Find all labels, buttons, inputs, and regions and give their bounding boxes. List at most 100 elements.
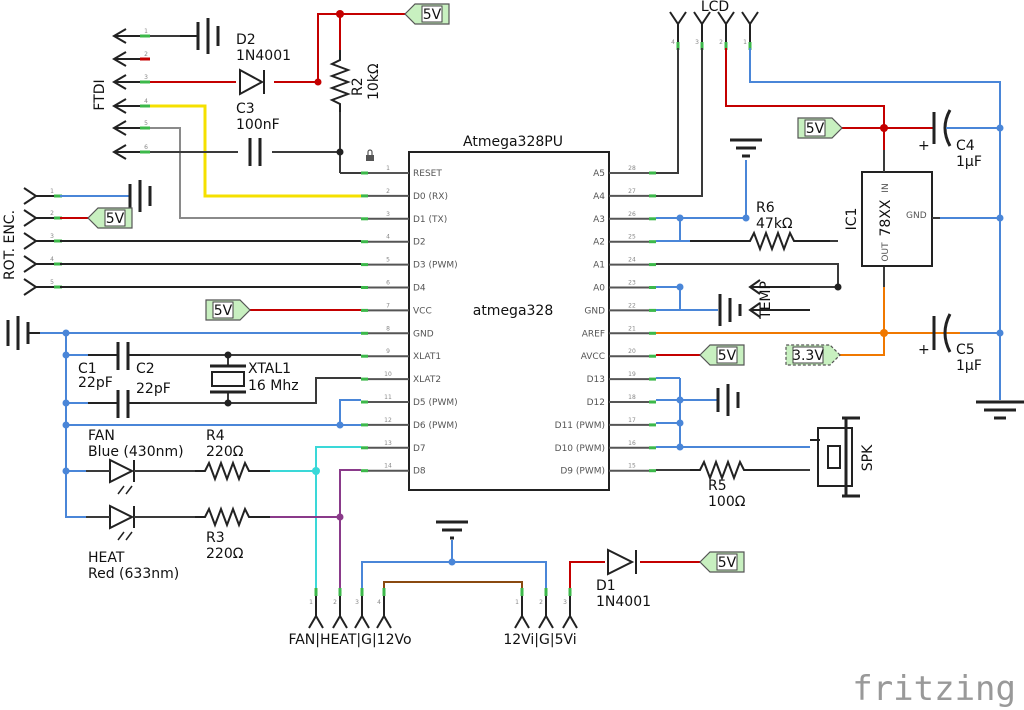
temp-sensor: TEMP (748, 279, 810, 320)
capacitor-c1: C1 22pF (78, 342, 150, 391)
ground-icon (180, 18, 220, 54)
r2-ref: R2 (350, 77, 366, 96)
d2-ref: D2 (236, 32, 256, 48)
chevron-right-icon (23, 187, 38, 205)
c5-plus: + (918, 342, 930, 358)
chevron-up-icon (332, 614, 348, 629)
chevron-up-icon (514, 614, 530, 629)
rot-pin-number: 5 (50, 279, 54, 286)
mcu-pin-number: 7 (386, 302, 390, 309)
mcu-pin-number: 3 (386, 211, 390, 218)
mcu-pin-number: 12 (384, 417, 392, 424)
connector-pin-number: 2 (539, 599, 543, 606)
mcu-pin-name: D3 (PWM) (413, 261, 458, 271)
mcu-pin-name: D7 (413, 444, 426, 454)
mcu-pin-name: D10 (PWM) (555, 444, 605, 454)
ground-icon (976, 400, 1024, 420)
lcd-pin-number: 1 (743, 39, 747, 46)
arrow-left-icon (112, 98, 127, 114)
mcu-pin-name: D9 (PWM) (560, 467, 605, 477)
led-fan-name: FAN (88, 428, 115, 444)
r3-value: 220Ω (206, 546, 244, 562)
diode-d1: D1 1N4001 (596, 548, 651, 610)
mcu-pin-name: VCC (413, 306, 432, 316)
mcu-pin-number: 23 (628, 280, 636, 287)
ftdi-pin-number: 3 (144, 74, 148, 81)
mcu-pin-name: A0 (593, 284, 605, 294)
xtal1-ref: XTAL1 (248, 361, 291, 377)
rot-pin-number: 2 (50, 210, 54, 217)
r5-value: 100Ω (708, 494, 746, 510)
mcu-pin-number: 19 (628, 371, 636, 378)
net-flag-label: 3.3V (792, 348, 824, 364)
ground-icon (730, 138, 762, 158)
mcu-pin-number: 16 (628, 440, 636, 447)
net-flag-label-box (716, 553, 738, 571)
chevron-right-icon (23, 232, 38, 250)
c1-value: 22pF (78, 375, 113, 391)
mcu-pin-number: 8 (386, 325, 390, 332)
ftdi-pin-number: 1 (144, 28, 148, 35)
r6-ref: R6 (756, 200, 775, 216)
c3-value: 100nF (236, 117, 280, 133)
mcu-pin-name: AVCC (581, 352, 605, 362)
net-flag-label-box (104, 209, 126, 227)
chevron-up-icon (562, 614, 578, 629)
r3-ref: R3 (206, 530, 225, 546)
net-flag-label-box (421, 5, 443, 23)
arrow-left-icon (112, 120, 127, 136)
r4-ref: R4 (206, 428, 225, 444)
resistor-r4: R4 220Ω (195, 428, 270, 482)
ftdi-pin-number: 5 (144, 120, 148, 127)
net-flag-label-box (716, 346, 738, 364)
net-flag-label-box (212, 301, 234, 319)
mcu-pin-name: A1 (593, 261, 605, 271)
ftdi-pin-number: 4 (144, 98, 148, 105)
d1-ref: D1 (596, 578, 616, 594)
c4-value: 1µF (956, 154, 982, 170)
mcu-pin-name: A5 (593, 169, 605, 179)
spk-label: SPK (860, 444, 876, 471)
mcu-pin-number: 13 (384, 440, 392, 447)
connector-pin-number: 3 (355, 599, 359, 606)
xtal1-value: 16 Mhz (248, 378, 299, 394)
mcu-pin-number: 27 (628, 188, 636, 195)
lcd-pin-number: 3 (695, 39, 699, 46)
capacitor-c3: C3 100nF (236, 101, 280, 166)
ftdi-pin-number: 6 (144, 144, 148, 151)
mcu-pin-number: 4 (386, 234, 390, 241)
mcu-pin-name: A4 (593, 192, 605, 202)
ic1-ref: IC1 (844, 208, 860, 231)
capacitor-c5: + C5 1µF (918, 313, 982, 374)
mcu-pin-number: 21 (628, 325, 636, 332)
mcu-pin-number: 11 (384, 394, 392, 401)
mcu-center-label: atmega328 (473, 303, 554, 319)
speaker: SPK (810, 416, 876, 498)
lock-icon (366, 149, 374, 161)
mcu-pin-name: D5 (PWM) (413, 398, 458, 408)
arrow-left-icon (112, 74, 127, 90)
temp-label: TEMP (758, 281, 774, 320)
mcu-atmega328: Atmega328PU atmega328 (408, 134, 610, 491)
mcu-title: Atmega328PU (463, 134, 563, 150)
rot-enc-label: ROT. ENC. (2, 210, 18, 280)
r4-value: 220Ω (206, 444, 244, 460)
mcu-pin-name: A2 (593, 238, 605, 248)
r6-value: 47kΩ (756, 216, 793, 232)
net-flag-label-box (792, 346, 824, 364)
wires (40, 13, 1001, 590)
arrow-left-icon (112, 51, 127, 67)
chevron-up-icon (376, 614, 392, 629)
led-heat-name: HEAT (88, 550, 125, 566)
mcu-pin-name: XLAT2 (413, 375, 441, 385)
capacitor-c4: + C4 1µF (918, 109, 982, 170)
mcu-pin-name: D4 (413, 284, 426, 294)
led-fan: FAN Blue (430nm) (86, 428, 195, 495)
mcu-pin-number: 15 (628, 463, 636, 470)
led-heat-color: Red (633nm) (88, 566, 179, 582)
